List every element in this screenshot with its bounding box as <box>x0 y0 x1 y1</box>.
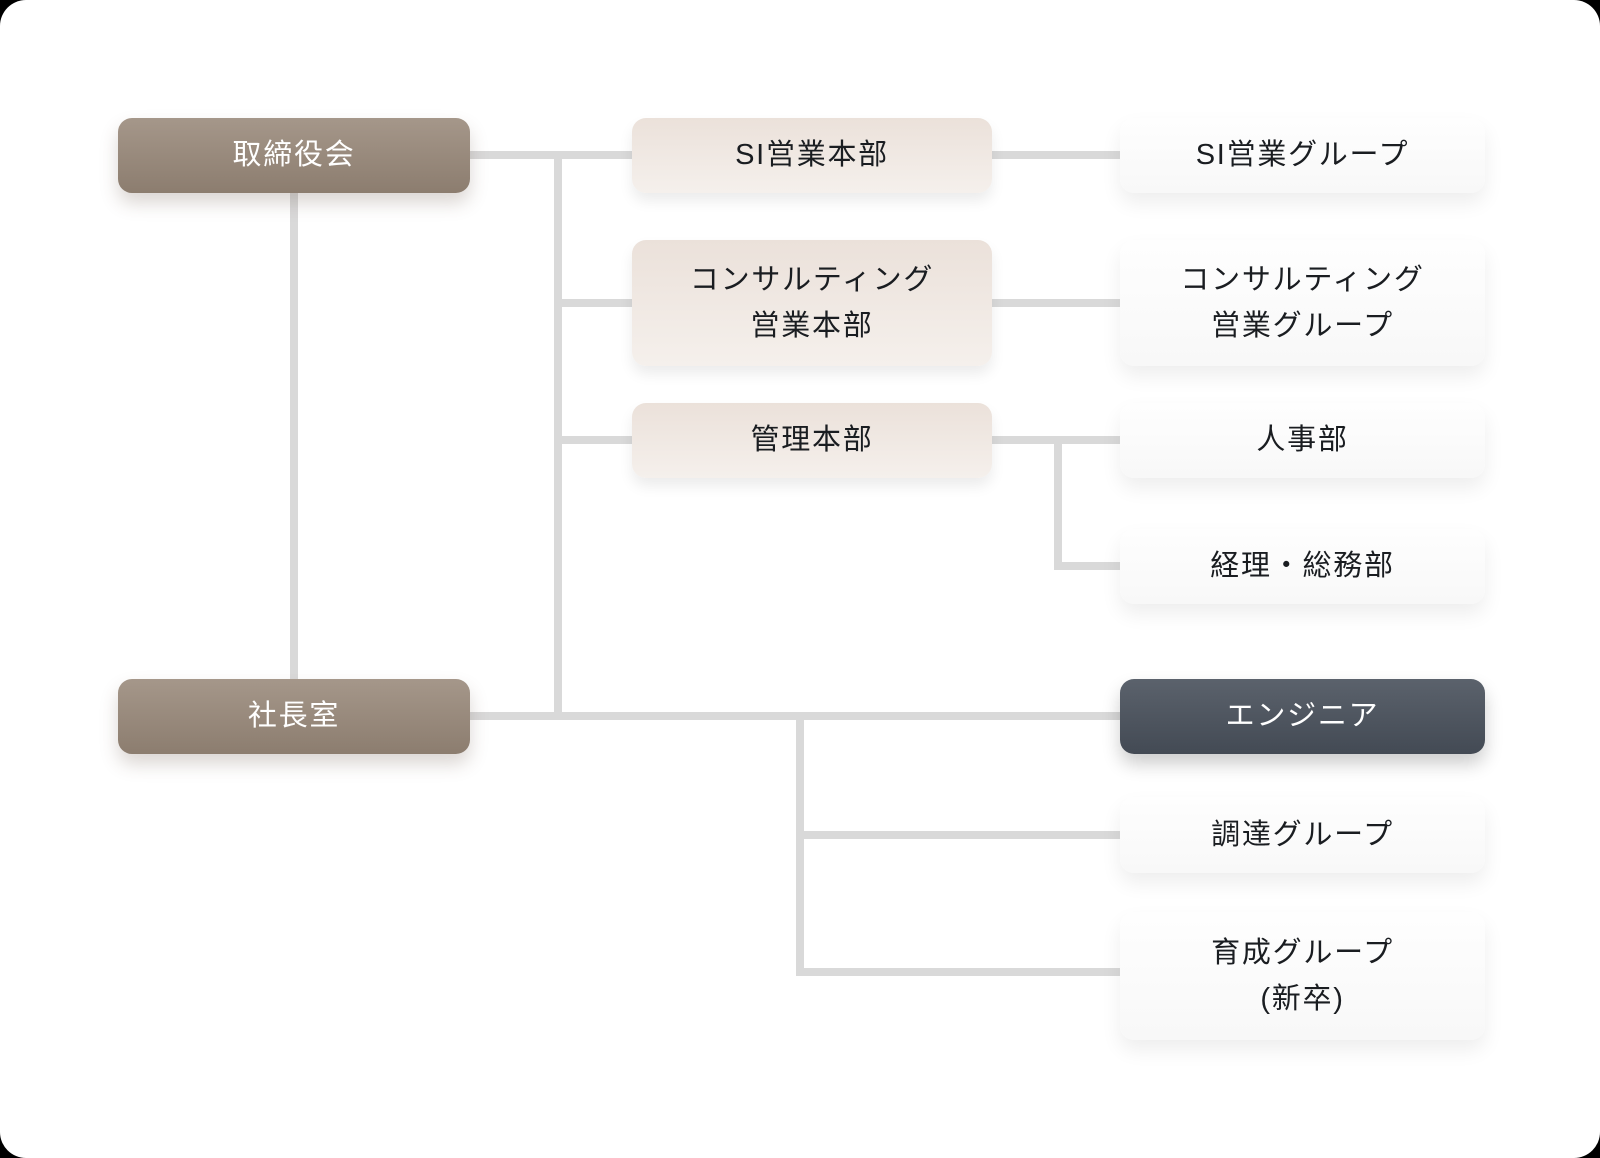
connector-si-division-si-group <box>992 151 1120 159</box>
node-engineer: エンジニア <box>1120 679 1485 754</box>
connector-board-president-vertical <box>290 155 298 716</box>
node-accounting-general-affairs: 経理・総務部 <box>1120 529 1485 604</box>
node-board-of-directors: 取締役会 <box>118 118 470 193</box>
connector-consulting-division-group <box>992 299 1120 307</box>
connector-accounting-horizontal <box>1054 562 1120 570</box>
connector-divisions-spine-vertical <box>554 151 562 716</box>
connector-procurement-horizontal <box>796 831 1120 839</box>
connector-board-divisions-horizontal <box>470 151 632 159</box>
connector-admin-division-branch <box>554 436 632 444</box>
node-procurement-group: 調達グループ <box>1120 797 1485 873</box>
connector-president-engineer-horizontal <box>470 712 1120 720</box>
connector-admin-sub-vertical <box>1054 436 1062 570</box>
node-president-office: 社長室 <box>118 679 470 754</box>
node-si-sales-division: SI営業本部 <box>632 118 992 193</box>
connector-president-sub-vertical <box>796 712 804 976</box>
node-training-group: 育成グループ (新卒) <box>1120 912 1485 1040</box>
node-hr-department: 人事部 <box>1120 403 1485 478</box>
connector-consulting-division-branch <box>554 299 632 307</box>
node-consulting-sales-group: コンサルティング 営業グループ <box>1120 240 1485 366</box>
node-admin-division: 管理本部 <box>632 403 992 478</box>
connector-training-horizontal <box>796 968 1120 976</box>
node-si-sales-group: SI営業グループ <box>1120 118 1485 193</box>
node-consulting-sales-division: コンサルティング 営業本部 <box>632 240 992 366</box>
